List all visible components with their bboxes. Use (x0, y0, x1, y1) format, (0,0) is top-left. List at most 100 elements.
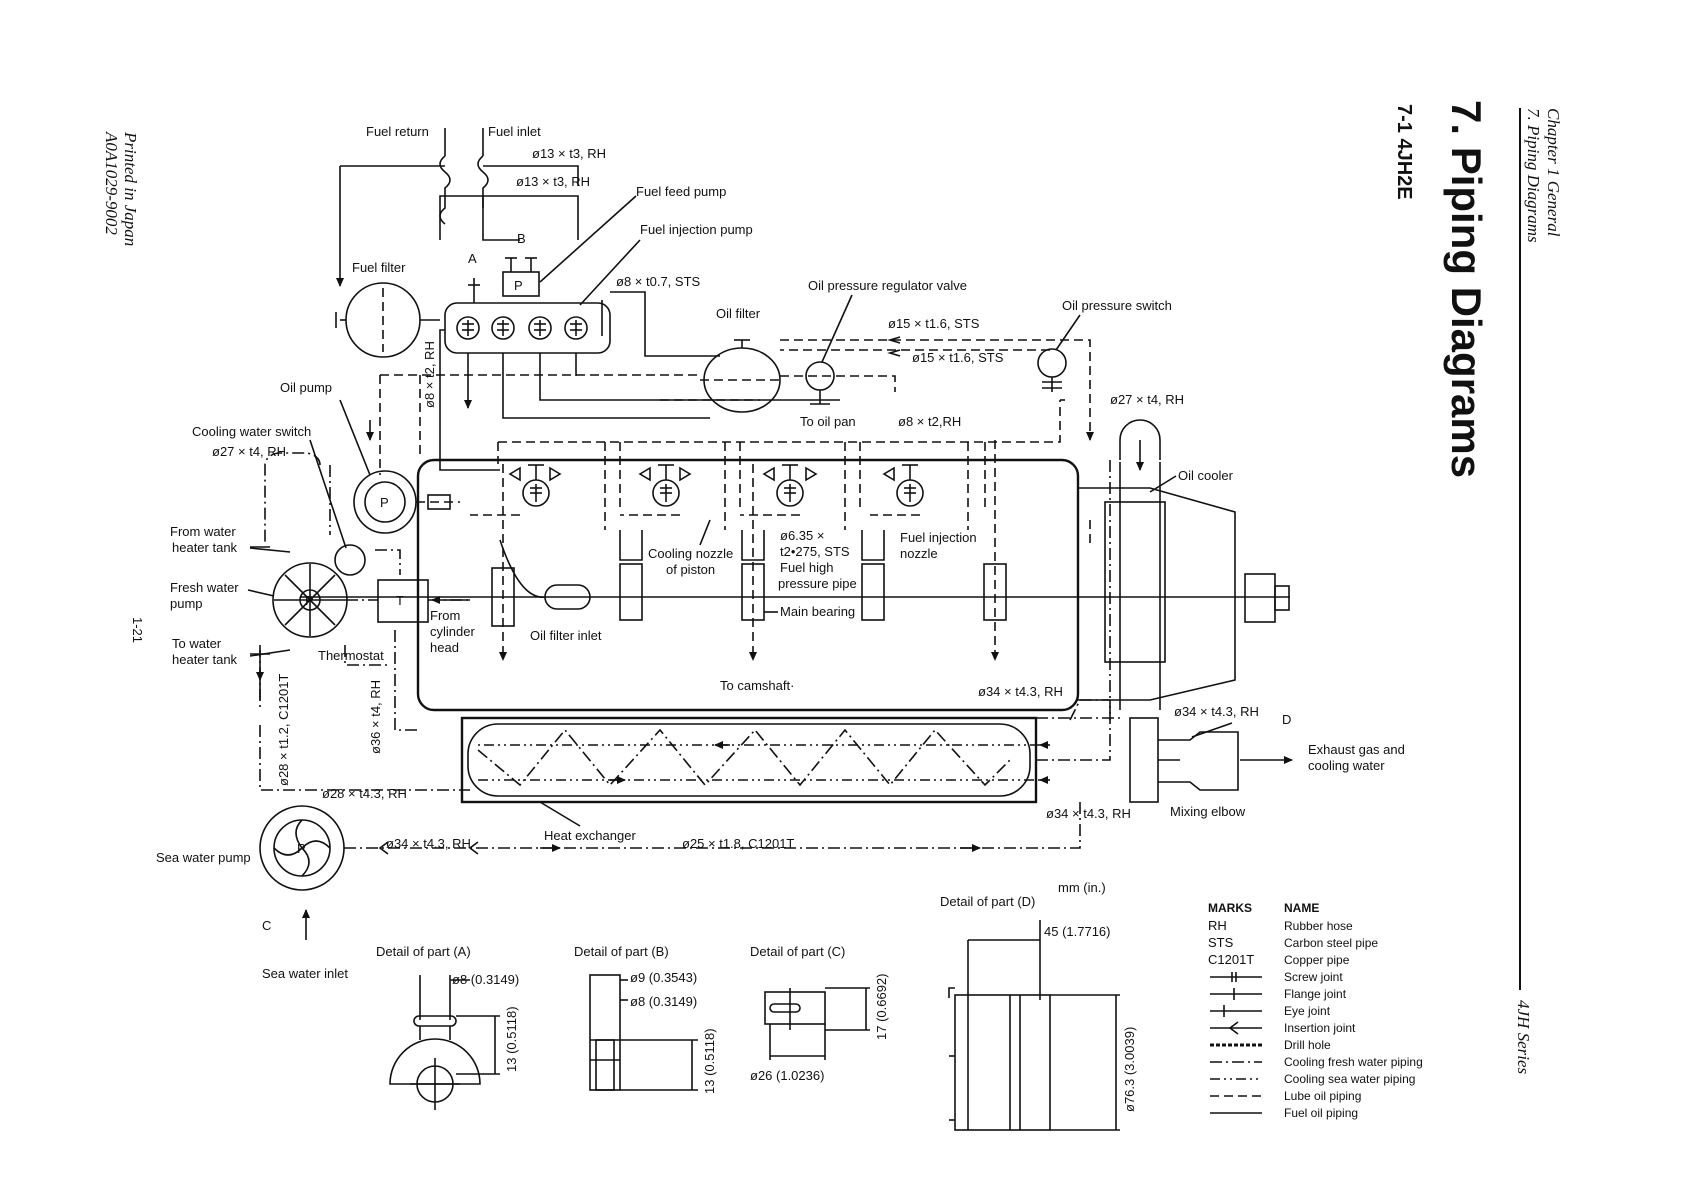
label-exhaust-2: cooling water (1308, 758, 1385, 773)
cooling-water-switch (334, 544, 366, 576)
lube-oil-system: P (353, 336, 1094, 661)
legend-name-flange: Flange joint (1284, 987, 1347, 1001)
output-shaft (1244, 573, 1276, 623)
injection-plungers (456, 316, 588, 340)
label-fuel-feed-pump: Fuel feed pump (636, 184, 726, 199)
page-subtitle: 7-1 4JH2E (1393, 104, 1415, 200)
series-label: 4JH Series (1514, 1000, 1533, 1075)
label-fuel-injection-pump: Fuel injection pump (640, 222, 753, 237)
label-pipe-34-c: ø34 × t4.3, RH (1046, 806, 1131, 821)
fresh-water-system: P T (250, 452, 1120, 804)
label-to-water-heater-1: To water (172, 636, 222, 651)
sea-water-system: P (259, 802, 1081, 940)
label-sea-water-pump: Sea water pump (156, 850, 251, 865)
fuel-feed-pump (502, 271, 540, 297)
detail-d-dim1: 45 (1.7716) (1044, 924, 1111, 939)
legend-name-header: NAME (1284, 901, 1319, 915)
label-to-camshaft: To camshaft· (720, 678, 794, 693)
page-title: 7. Piping Diagrams (1443, 100, 1490, 478)
label-fresh-water-pump-2: pump (170, 596, 203, 611)
legend-mark-sts: STS (1208, 935, 1234, 950)
detail-c-drawing (764, 987, 870, 1060)
detail-d-drawing (948, 920, 1120, 1131)
detail-a-drawing (389, 975, 500, 1110)
detail-b-drawing (589, 974, 698, 1091)
label-fuel-injection-nozzle-1: Fuel injection (900, 530, 977, 545)
legend-marks-header: MARKS (1208, 901, 1252, 915)
label-fuel-filter: Fuel filter (352, 260, 406, 275)
legend-name-fresh: Cooling fresh water piping (1284, 1055, 1423, 1069)
legend-name-screw: Screw joint (1284, 970, 1343, 984)
detail-drawings: mm (in.) Detail of part (A) ø8 (0.3149) … (376, 880, 1137, 1131)
units-label: mm (in.) (1058, 880, 1106, 895)
label-from-water-heater-1: From water (170, 524, 236, 539)
page-number: 1-21 (130, 617, 145, 643)
legend-name-rh: Rubber hose (1284, 919, 1353, 933)
section-label: 7. Piping Diagrams (1524, 108, 1543, 243)
thermostat-t: T (396, 593, 404, 608)
engine-block (416, 458, 1080, 712)
label-cooling-water-switch: Cooling water switch (192, 424, 311, 439)
print-info: Printed in Japan A0A1029-9002 1-21 (102, 131, 145, 643)
legend-name-sea: Cooling sea water piping (1284, 1072, 1415, 1086)
label-thermostat: Thermostat (318, 648, 384, 663)
label-fuel-high-2: pressure pipe (778, 576, 857, 591)
label-pipe-15a: ø15 × t1.6, STS (888, 316, 980, 331)
label-oil-filter: Oil filter (716, 306, 761, 321)
label-mark-d: D (1282, 712, 1291, 727)
legend-mark-rh: RH (1208, 918, 1227, 933)
legend-name-lube: Lube oil piping (1284, 1089, 1361, 1103)
label-sea-water-inlet: Sea water inlet (262, 966, 348, 981)
legend-name-insertion: Insertion joint (1284, 1021, 1356, 1035)
detail-c-dim2: ø26 (1.0236) (750, 1068, 824, 1083)
label-pipe-34-a: ø34 × t4.3, RH (978, 684, 1063, 699)
detail-b-dim1: ø9 (0.3543) (630, 970, 697, 985)
label-pipe-27-right: ø27 × t4, RH (1110, 392, 1184, 407)
legend-name-c1201t: Copper pipe (1284, 953, 1350, 967)
detail-b-dim2: ø8 (0.3149) (630, 994, 697, 1009)
fuel-injection-nozzles (508, 464, 924, 507)
label-fresh-water-pump-1: Fresh water (170, 580, 239, 595)
label-mark-b: B (517, 231, 526, 246)
label-pipe-34-b: ø34 × t4.3, RH (1174, 704, 1259, 719)
legend-name-eye: Eye joint (1284, 1004, 1331, 1018)
label-from-cyl-3: head (430, 640, 459, 655)
legend-mark-c1201t: C1201T (1208, 952, 1254, 967)
detail-b-title: Detail of part (B) (574, 944, 669, 959)
code-label: A0A1029-9002 (102, 131, 121, 235)
label-pipe-36: ø36 × t4, RH (368, 680, 383, 754)
legend-name-drill: Drill hole (1284, 1038, 1331, 1052)
label-pipe-27-left: ø27 × t4, RH (212, 444, 286, 459)
label-fuel-injection-nozzle-2: nozzle (900, 546, 938, 561)
label-pipe-8-12-vert: ø8 × t2, RH (422, 341, 437, 408)
label-mixing-elbow: Mixing elbow (1170, 804, 1246, 819)
chapter-label: Chapter 1 General (1544, 108, 1563, 237)
label-pipe-28-43: ø28 × t4.3, RH (322, 786, 407, 801)
label-pipe-15b: ø15 × t1.6, STS (912, 350, 1004, 365)
detail-c-title: Detail of part (C) (750, 944, 845, 959)
oil-pressure-switch (1037, 348, 1067, 378)
label-fuel-return: Fuel return (366, 124, 429, 139)
label-pipe-13b: ø13 × t3, RH (516, 174, 590, 189)
label-oil-pressure-regulator: Oil pressure regulator valve (808, 278, 967, 293)
label-from-cyl-1: From (430, 608, 460, 623)
nozzles (491, 440, 1007, 661)
label-oil-filter-inlet: Oil filter inlet (530, 628, 602, 643)
oil-cooler (1078, 419, 1290, 710)
label-mark-c: C (262, 918, 271, 933)
label-pipe-25: ø25 × t1.8, C1201T (682, 836, 794, 851)
label-pipe-28-c1201t: ø28 × t1.2, C1201T (276, 674, 291, 786)
label-from-water-heater-2: heater tank (172, 540, 238, 555)
label-fuel-inlet: Fuel inlet (488, 124, 541, 139)
label-pipe-635-1: ø6.35 × (780, 528, 824, 543)
label-pipe-34-d: ø34 × t4.3, RH (386, 836, 471, 851)
label-oil-pump: Oil pump (280, 380, 332, 395)
heat-exchanger (460, 716, 1038, 804)
label-mark-a: A (468, 251, 477, 266)
legend-name-sts: Carbon steel pipe (1284, 936, 1378, 950)
fuel-system: P (335, 128, 840, 471)
label-pipe-8-12: ø8 × t2,RH (898, 414, 961, 429)
oil-pump-p: P (380, 495, 389, 510)
fuel-injection-pump (444, 302, 611, 354)
